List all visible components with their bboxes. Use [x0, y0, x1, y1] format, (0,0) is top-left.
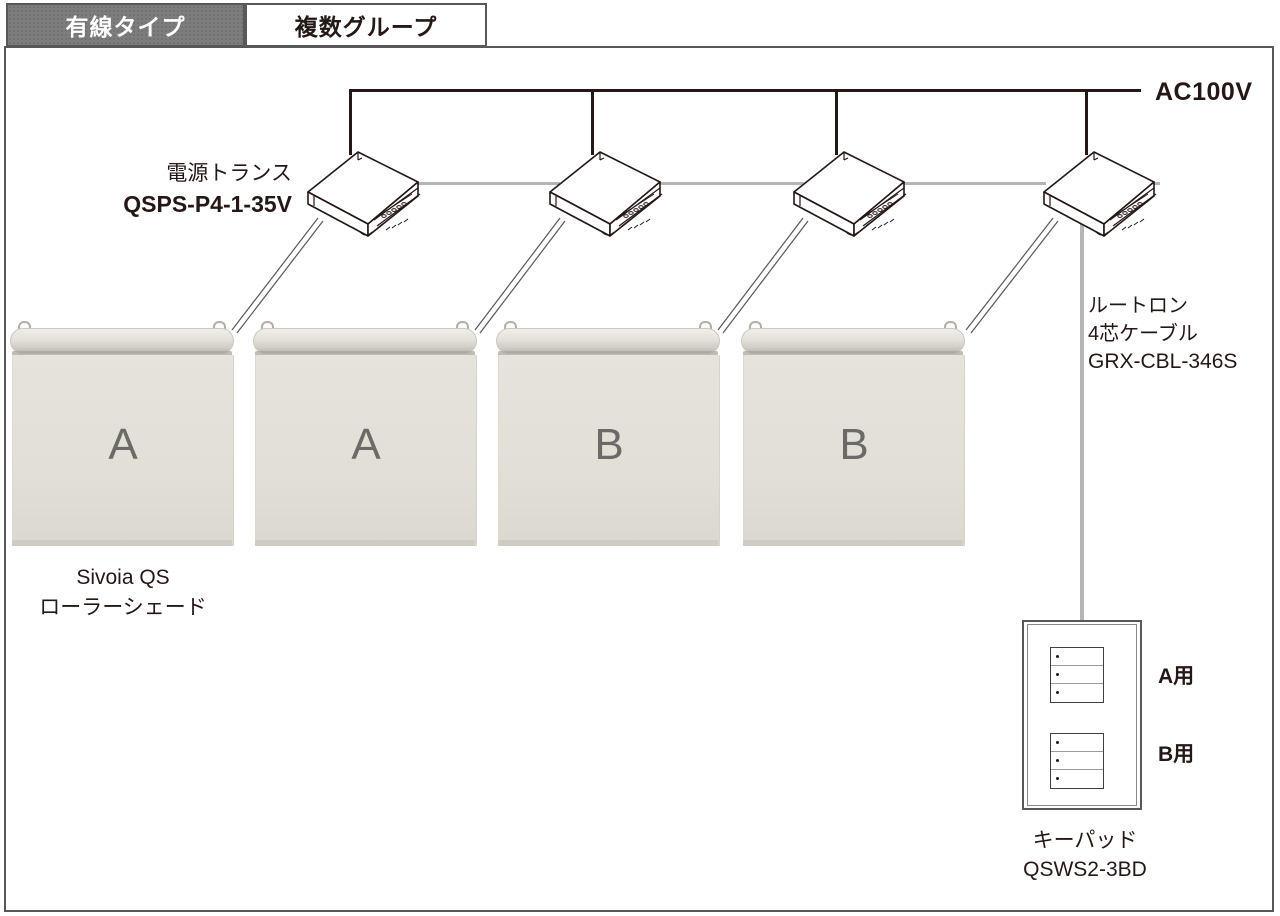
shade-tube-shadow: [498, 351, 718, 356]
transformer-label: 電源トランス QSPS-P4-1-35V: [92, 158, 292, 220]
tab-wired-type[interactable]: 有線タイプ: [6, 3, 245, 47]
keypad-model: QSWS2-3BD: [1023, 858, 1147, 881]
shade-hem-bar: [498, 540, 718, 546]
shade-group-letter: B: [839, 419, 869, 469]
shade-tube-shadow: [743, 351, 963, 356]
shade-tube-shadow: [12, 351, 232, 356]
power-transformer-1[interactable]: [300, 140, 421, 240]
power-transformer-3[interactable]: [786, 140, 907, 240]
button-indicator-dot: [1056, 741, 1059, 744]
ac-drop-3: [835, 89, 838, 155]
shade-caption-line1: Sivoia QS: [76, 566, 170, 589]
link-xfmr-2-3: [652, 182, 804, 185]
keypad-device[interactable]: [1022, 620, 1142, 810]
shade-group-letter: A: [108, 419, 138, 469]
link-xfmr-3-4: [896, 182, 1046, 185]
keypad-group-b-label: B用: [1158, 743, 1195, 766]
shade-fabric-panel: B: [743, 355, 965, 546]
keypad-name: キーパッド: [1032, 829, 1138, 852]
shade-group-letter: A: [351, 419, 381, 469]
keypad-group-a[interactable]: [1050, 647, 1104, 703]
roller-shade-3[interactable]: B: [492, 318, 724, 546]
shade-caption-line2: ローラーシェード: [39, 596, 207, 619]
shade-hem-bar: [12, 540, 232, 546]
keypad-button[interactable]: [1051, 666, 1103, 684]
ac-drop-4: [1085, 89, 1088, 155]
ac-drop-2: [591, 89, 594, 155]
ac-drop-1: [349, 89, 352, 155]
cable-label: ルートロン 4芯ケーブル GRX-CBL-346S: [1088, 292, 1237, 376]
shade-hem-bar: [743, 540, 963, 546]
tab-multi-group[interactable]: 複数グループ: [245, 3, 487, 47]
shade-caption: Sivoia QS ローラーシェード: [8, 563, 238, 623]
button-indicator-dot: [1056, 777, 1059, 780]
cable-brand: ルートロン: [1088, 295, 1188, 317]
roller-shade-2[interactable]: A: [249, 318, 481, 546]
button-indicator-dot: [1056, 673, 1059, 676]
shade-fabric-panel: B: [498, 355, 720, 546]
keypad-group-a-label: A用: [1158, 665, 1195, 688]
keypad-button[interactable]: [1051, 684, 1103, 702]
keypad-group-b[interactable]: [1050, 733, 1104, 789]
keypad-button[interactable]: [1051, 648, 1103, 666]
keypad-cable: [1080, 218, 1084, 622]
shade-group-letter: B: [594, 419, 624, 469]
cable-type: 4芯ケーブル: [1088, 323, 1198, 345]
keypad-button[interactable]: [1051, 770, 1103, 788]
power-transformer-2[interactable]: [542, 140, 663, 240]
shade-tube-shadow: [255, 351, 475, 356]
keypad-caption: キーパッド QSWS2-3BD: [940, 826, 1230, 884]
shade-fabric-panel: A: [255, 355, 477, 546]
keypad-plate-inner: [1027, 624, 1137, 806]
roller-shade-4[interactable]: B: [737, 318, 969, 546]
button-indicator-dot: [1056, 759, 1059, 762]
transformer-name: 電源トランス: [166, 162, 292, 185]
power-transformer-4[interactable]: [1036, 140, 1157, 240]
button-indicator-dot: [1056, 691, 1059, 694]
shade-hem-bar: [255, 540, 475, 546]
keypad-button[interactable]: [1051, 752, 1103, 770]
ac100v-label: AC100V: [1155, 78, 1253, 106]
cable-model: GRX-CBL-346S: [1088, 350, 1238, 373]
button-indicator-dot: [1056, 655, 1059, 658]
tab-wired-type-label: 有線タイプ: [65, 14, 186, 40]
ac-bus-horizontal: [349, 89, 1141, 92]
header-tabs: 有線タイプ 複数グループ: [0, 0, 1280, 50]
transformer-model: QSPS-P4-1-35V: [123, 191, 292, 217]
roller-shade-1[interactable]: A: [6, 318, 238, 546]
link-xfmr-1-2: [410, 182, 560, 185]
tab-multi-group-label: 複数グループ: [294, 14, 438, 40]
shade-fabric-panel: A: [12, 355, 234, 546]
keypad-button[interactable]: [1051, 734, 1103, 752]
